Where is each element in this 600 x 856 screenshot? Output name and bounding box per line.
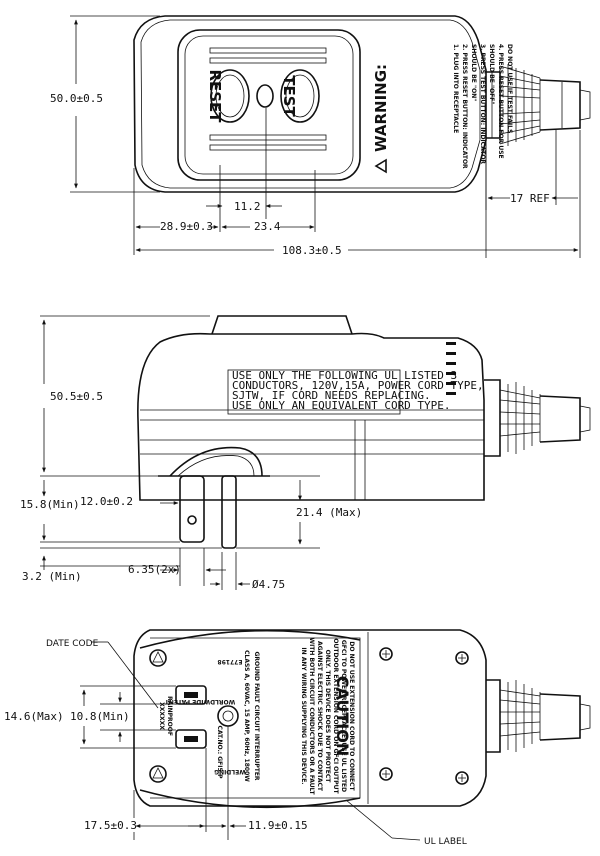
date-code-marks: XXXXXX xyxy=(158,702,165,730)
dim-bottom-right: 11.9±0.15 xyxy=(248,819,308,832)
caution-line-6: WITH BOTH CIRCUIT CONDUCTORS OR A FAULT xyxy=(308,637,315,795)
note-line-3: SJTW, IF CORD NEEDS REPLACING. xyxy=(232,389,431,402)
bottom-view: CAUTION DO NOT USE EXTENSION CORD TO CON… xyxy=(4,629,591,847)
rainproof-text: RAINPROOF xyxy=(166,696,173,736)
warning-line-7: DO NOT USE IF TEST FAILS xyxy=(506,44,513,133)
header-line-1: GROUND FAULT CIRCUIT INTERRUPTER xyxy=(253,651,260,780)
date-code-label: DATE CODE xyxy=(46,639,99,649)
ul-label-text: UL LABEL xyxy=(424,837,467,847)
side-view: USE ONLY THE FOLLOWING UL LISTED 3CONDUC… xyxy=(20,315,591,591)
dim-prong-min: 15.8(Min) xyxy=(20,498,80,511)
dim-gap: 11.2 xyxy=(234,200,261,213)
top-view: RESET TEST WARNING: 1. PLUG INTO RECEPTA… xyxy=(50,15,591,258)
test-label: TEST xyxy=(280,75,298,117)
warning-line-1: 1. PLUG INTO RECEPTACLE xyxy=(452,44,459,133)
dim-diameter: Ø4.75 xyxy=(252,578,285,591)
model-number: E77198 xyxy=(218,658,243,665)
caution-line-4: ONLY. THIS DEVICE DOES NOT PROTECT xyxy=(324,650,331,784)
warning-line-3: SHOULD BE "ON" xyxy=(470,44,477,101)
dim-bottom-left: 17.5±0.3 xyxy=(84,819,137,832)
dim-top-height: 50.0±0.5 xyxy=(50,92,103,105)
dim-gap-min: 3.2 (Min) xyxy=(22,570,82,583)
brand-text: WELDING xyxy=(214,768,246,775)
warning-line-2: 2. PRESS RESET BUTTON: INDICATOR xyxy=(461,44,468,169)
note-line-1: USE ONLY THE FOLLOWING UL LISTED 3 xyxy=(232,369,457,382)
reset-label: RESET xyxy=(206,69,224,123)
dim-height-min: 10.8(Min) xyxy=(70,710,130,723)
dim-ref: 17 REF xyxy=(510,192,550,205)
caution-line-5: AGAINST ELECTRIC SHOCK DUE TO CONTACT xyxy=(316,641,323,792)
header-line-2: CLASS A, 60VAC, 15 AMP, 60Hz, 1800W xyxy=(243,650,250,782)
dim-left: 28.9±0.3 xyxy=(160,220,213,233)
cat-number: CAT.NO.: GFI5-P xyxy=(216,725,223,779)
note-line-2: CONDUCTORS, 120V,15A, POWER CORD TYPE, xyxy=(232,379,484,392)
dim-mid: 23.4 xyxy=(254,220,281,233)
note-line-4: USE ONLY AN EQUIVALENT CORD TYPE. xyxy=(232,399,451,412)
caution-line-2: GFCI TO POWER RECEPTACLE. USE UL LISTED xyxy=(340,640,347,792)
dim-prong-sep: 12.0±0.2 xyxy=(80,495,133,508)
caution-text-block: DO NOT USE EXTENSION CORD TO CONNECTGFCI… xyxy=(300,637,355,795)
caution-line-7: IN ANY WIRING SUPPLYING THIS DEVICE. xyxy=(300,647,307,784)
warning-title: WARNING: xyxy=(372,64,390,152)
dim-width-2x: 6.35(2x) xyxy=(128,563,181,576)
cord-note: USE ONLY THE FOLLOWING UL LISTED 3CONDUC… xyxy=(232,369,484,412)
caution-line-1: DO NOT USE EXTENSION CORD TO CONNECT xyxy=(348,641,355,791)
dim-height-max: 14.6(Max) xyxy=(4,710,64,723)
warning-line-4: 3. PRESS TEST BUTTON: INDICATOR xyxy=(479,44,486,164)
caution-title: CAUTION xyxy=(333,676,352,756)
warning-line-5: SHOULD BE "OFF" xyxy=(488,44,495,105)
dim-total: 108.3±0.5 xyxy=(282,244,342,257)
patent-text: WORLDWIDE PATENT xyxy=(164,698,235,705)
dim-prong-max: 21.4 (Max) xyxy=(296,506,362,519)
caution-line-3: OUTDOOR EXTENSION CORD ON GFCI OUTPUT xyxy=(332,638,339,794)
dim-side-height: 50.5±0.5 xyxy=(50,390,103,403)
